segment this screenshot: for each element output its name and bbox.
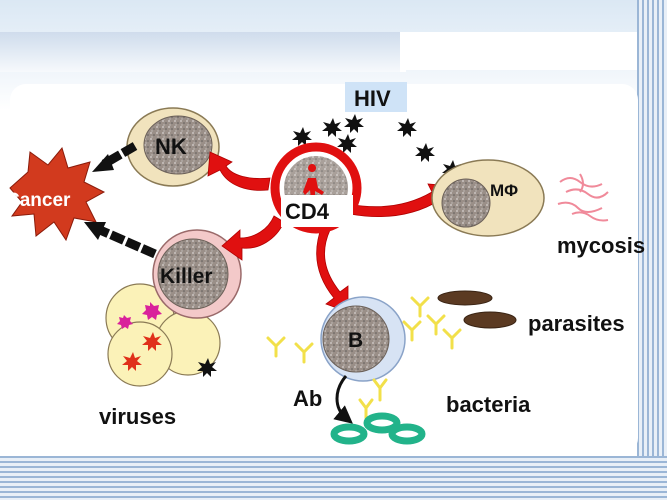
antibody-icon [410, 296, 430, 318]
hiv-label: HIV [354, 86, 391, 111]
antibodies [266, 296, 462, 420]
arrow-cd4-to-killer [221, 215, 285, 261]
arrow-killer-to-cancer-head [84, 222, 106, 240]
parasites [437, 290, 517, 329]
bacteria-label: bacteria [446, 392, 531, 417]
cd4-label: CD4 [285, 199, 330, 224]
virus-red-icon [122, 352, 142, 371]
antibody-icon [294, 342, 314, 364]
nk-cell: NK [126, 107, 220, 187]
ab-curve-arrow-icon [333, 375, 353, 424]
virion-icon [415, 143, 435, 162]
bacterium-icon [363, 412, 401, 434]
arrow-cd4-to-b [316, 225, 349, 313]
antibody-icon [402, 320, 422, 342]
macrophage-cell: MΦ [431, 159, 545, 237]
antibody-label: Ab [293, 386, 322, 411]
antibody-icon [266, 336, 286, 358]
header-bar [0, 32, 406, 72]
cancer-cell: Cancer [6, 146, 106, 242]
macrophage-label: MΦ [490, 181, 518, 200]
antibody-icon [426, 314, 446, 336]
hiv-box [345, 82, 407, 112]
arrow-cd4-to-nk [207, 151, 271, 191]
fungus-icon [557, 201, 603, 213]
bacteria [330, 412, 426, 445]
antibody-icon [358, 398, 374, 420]
fungus-icon [565, 188, 609, 199]
b-cell: B [320, 296, 406, 382]
bacterium-icon [330, 423, 368, 445]
virus-magenta-icon [117, 315, 133, 329]
right-stripes [637, 0, 667, 500]
parasites-label: parasites [528, 311, 625, 336]
killer-label: Killer [160, 265, 213, 288]
virion-icon [292, 127, 312, 146]
viruses-label: viruses [99, 404, 176, 429]
nk-label: NK [155, 134, 187, 159]
fungus-icon [579, 173, 584, 193]
parasite-icon [463, 311, 517, 329]
fungus-icon [559, 177, 603, 188]
virion-icon [322, 118, 342, 137]
ab-arrow [333, 375, 353, 424]
cancer-label: Cancer [6, 190, 71, 211]
fungus-icon [571, 211, 609, 222]
header-bar-right [406, 32, 642, 70]
cd4-cell: CD4 [270, 142, 362, 234]
mycosis-fungi [557, 173, 609, 222]
hiv-label-group: HIV [345, 82, 407, 112]
bottom-stripes [0, 456, 667, 500]
virus-red-icon [142, 332, 162, 351]
antibody-icon [442, 328, 462, 350]
virion-icon [344, 114, 364, 133]
antibody-icon [372, 378, 388, 402]
virus-black-icon [197, 358, 217, 377]
mycosis-label: mycosis [557, 233, 645, 258]
virion-icon [397, 118, 417, 137]
cd4-figure-icon [303, 164, 324, 199]
cancer-burst-icon [9, 146, 106, 242]
b-cell-label: B [348, 329, 363, 352]
virion-icon [337, 134, 357, 153]
bacterium-icon [388, 423, 426, 445]
killer-cell: Killer [152, 229, 242, 319]
parasite-icon [437, 290, 493, 306]
infected-cells [105, 283, 221, 387]
virus-magenta-icon [142, 302, 162, 320]
arrow-killer-to-cancer [98, 225, 157, 259]
arrow-nk-to-cancer-head [92, 154, 114, 172]
